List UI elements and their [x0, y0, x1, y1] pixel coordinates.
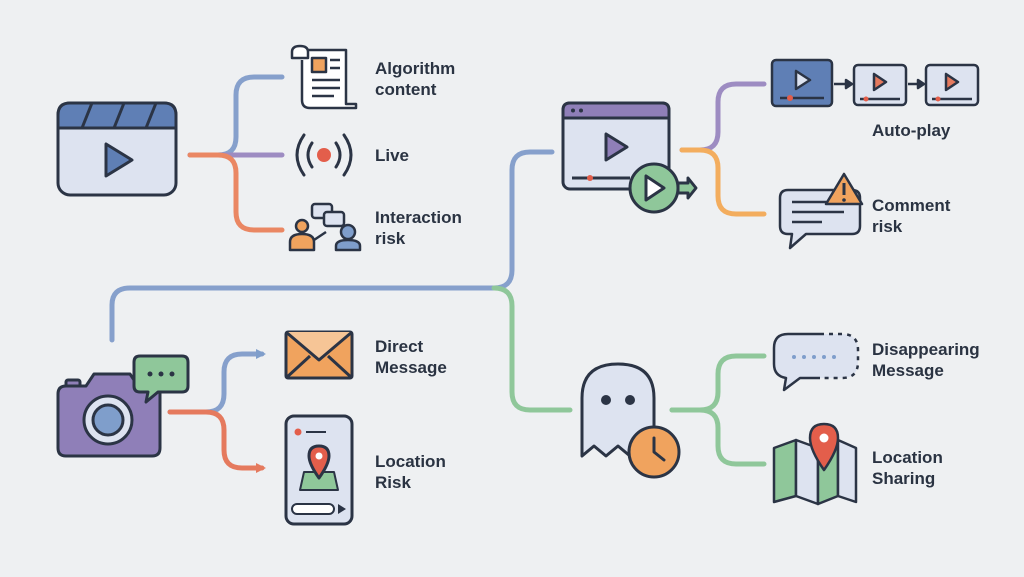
envelope-icon — [284, 330, 354, 380]
connector-camera-spine — [109, 149, 555, 343]
label-algorithm-content: Algorithm content — [375, 58, 455, 100]
label-live: Live — [375, 145, 409, 166]
label-line: content — [375, 80, 437, 99]
document-icon — [290, 44, 358, 110]
label-line: Sharing — [872, 469, 936, 488]
dotted-bubble-icon — [772, 332, 860, 392]
ghost-timer-icon — [580, 362, 681, 479]
label-direct-message: Direct Message — [375, 336, 447, 378]
label-line: Message — [375, 358, 447, 377]
label-line: Location — [872, 448, 943, 467]
label-line: risk — [872, 217, 903, 236]
label-comment-risk: Comment risk — [872, 195, 950, 237]
label-line: Comment — [872, 196, 951, 215]
connector-interaction — [187, 152, 285, 233]
live-broadcast-icon — [295, 133, 353, 177]
connectors — [109, 74, 767, 473]
connector-disappearing — [669, 353, 767, 413]
camera-chat-icon — [56, 354, 190, 458]
map-pin-icon — [772, 422, 858, 506]
label-line: Live — [375, 146, 410, 165]
label-location-risk: Location Risk — [375, 451, 446, 493]
label-line: Location — [375, 452, 446, 471]
connector-autoplay — [679, 81, 767, 153]
label-interaction-risk: Interaction risk — [375, 207, 462, 249]
video-player-icon — [56, 101, 178, 197]
connector-location-risk — [167, 409, 266, 473]
label-line: Direct — [375, 337, 424, 356]
label-line: Message — [872, 361, 944, 380]
label-line: Risk — [375, 473, 411, 492]
browser-video-icon — [561, 101, 698, 214]
autoplay-sequence-icon — [770, 58, 980, 108]
label-location-sharing: Location Sharing — [872, 447, 943, 489]
label-line: Interaction — [375, 208, 462, 227]
people-chat-icon — [288, 202, 362, 252]
label-disappearing-message: Disappearing Message — [872, 339, 980, 381]
connector-comment — [679, 147, 767, 217]
label-line: risk — [375, 229, 406, 248]
label-line: Auto-play — [872, 121, 951, 140]
phone-location-icon — [284, 414, 354, 526]
label-auto-play: Auto-play — [872, 120, 950, 141]
label-line: Disappearing — [872, 340, 980, 359]
connector-algorithm — [187, 74, 285, 158]
connector-location-sharing — [669, 407, 767, 467]
comment-warning-icon — [778, 172, 864, 250]
connector-ghost-branch — [491, 285, 573, 413]
label-line: Algorithm — [375, 59, 456, 78]
